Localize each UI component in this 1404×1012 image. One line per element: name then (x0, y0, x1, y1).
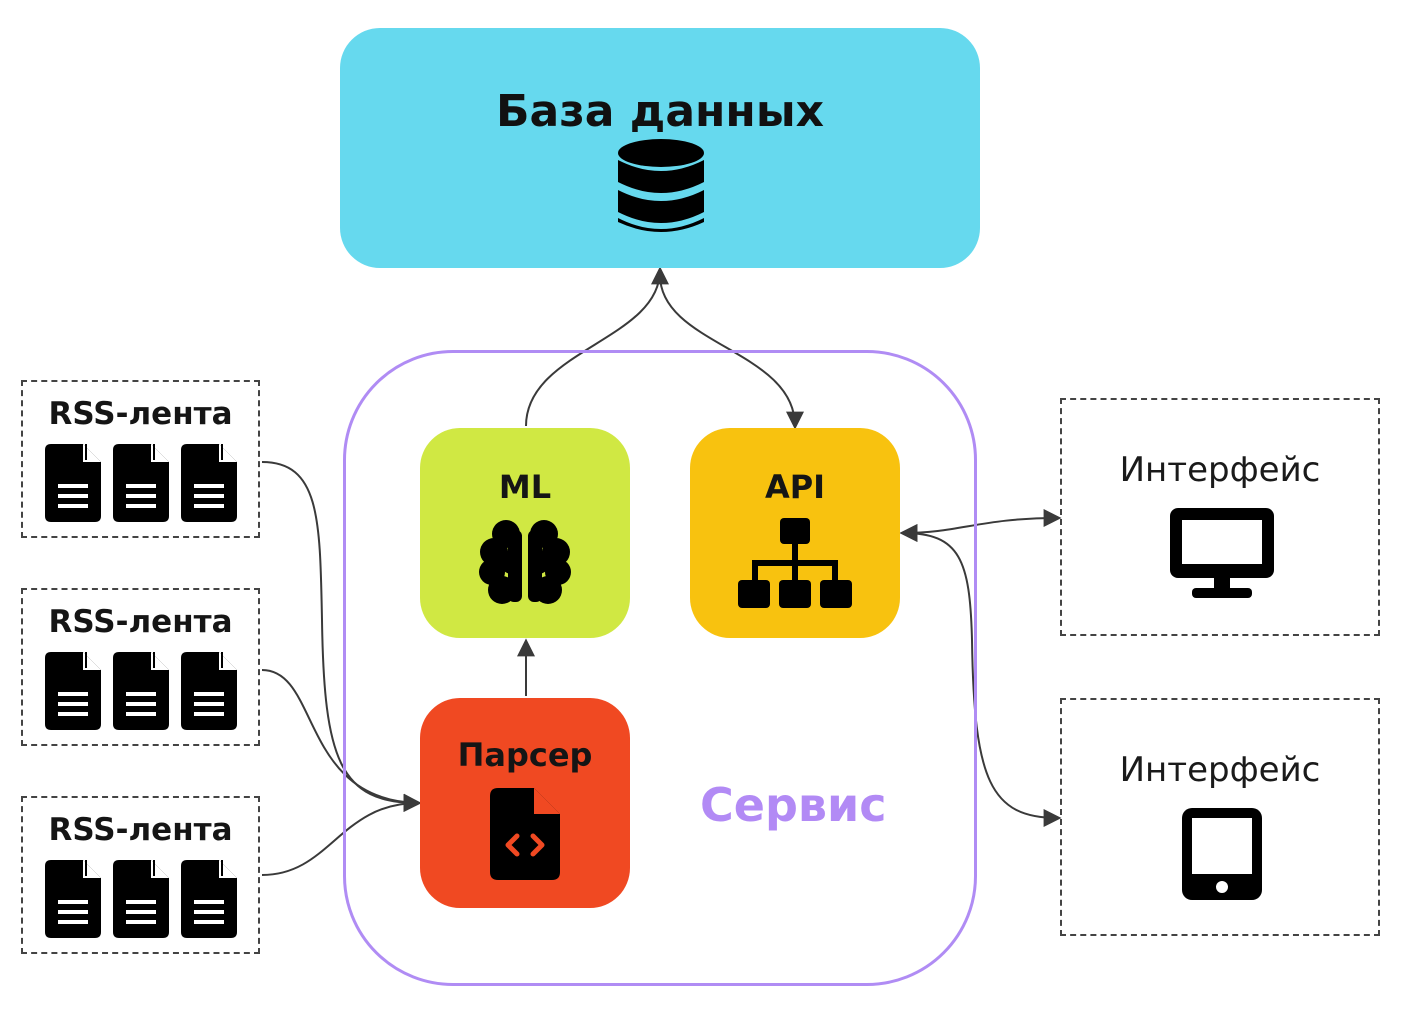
ml-block: ML (420, 428, 630, 638)
rss-feed-2: RSS-лента (21, 588, 260, 746)
ml-label: ML (498, 468, 552, 506)
code-file-icon (490, 788, 560, 880)
database-icon (618, 139, 704, 232)
interface-label: Интерфейс (1119, 450, 1321, 490)
connector-ml-to-database (525, 266, 669, 427)
tablet-icon (1182, 808, 1262, 900)
connector-feed1-to-parser (261, 461, 422, 812)
connector-feed2-to-parser (261, 669, 422, 812)
rss-feed-label: RSS-лента (48, 396, 233, 432)
parser-label: Парсер (457, 736, 593, 774)
rss-feed-label: RSS-лента (48, 812, 233, 848)
interface-label: Интерфейс (1119, 750, 1321, 790)
database-title: База данных (495, 86, 824, 137)
connector-database-to-api (659, 274, 804, 430)
rss-feed-label: RSS-лента (48, 604, 233, 640)
api-block: API (690, 428, 900, 638)
interface-desktop: Интерфейс (1060, 398, 1380, 636)
desktop-monitor-icon (1170, 508, 1274, 598)
rss-feed-1: RSS-лента (21, 380, 260, 538)
sitemap-icon (738, 518, 852, 608)
document-icon (45, 444, 237, 522)
document-icon (45, 860, 237, 938)
rss-feed-3: RSS-лента (21, 796, 260, 954)
api-label: API (764, 468, 826, 506)
connector-api-tablet (899, 524, 1062, 827)
document-icon (45, 652, 237, 730)
connector-feed3-to-parser (261, 794, 422, 876)
service-container (343, 350, 977, 986)
interface-tablet: Интерфейс (1060, 698, 1380, 936)
database-block: База данных (340, 28, 980, 268)
parser-block: Парсер (420, 698, 630, 908)
brain-icon (479, 520, 571, 606)
service-label: Сервис (700, 778, 887, 832)
